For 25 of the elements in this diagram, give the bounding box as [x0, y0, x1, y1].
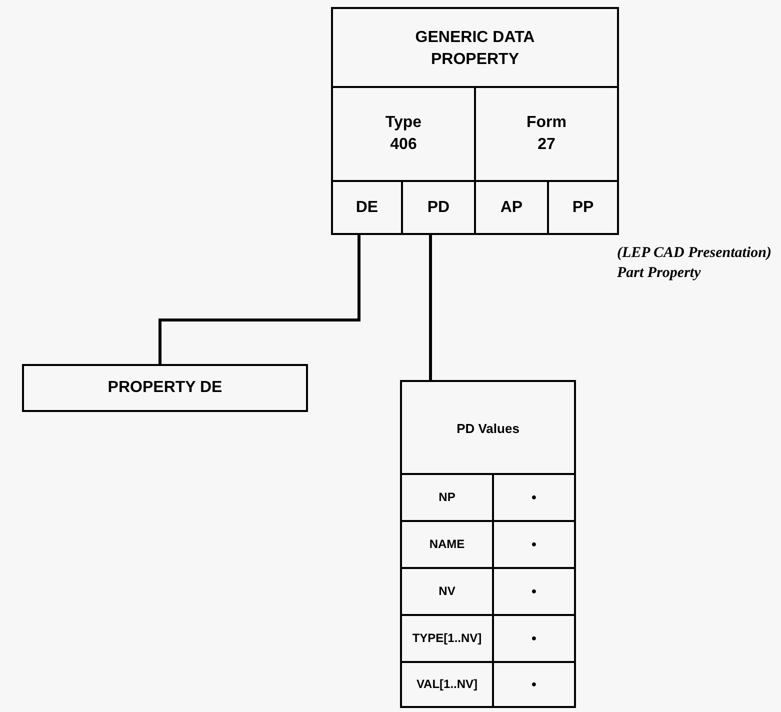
cell-text: PD	[427, 198, 450, 218]
cell-text: •	[532, 628, 536, 648]
table-box	[400, 380, 576, 708]
entity-box	[22, 364, 308, 412]
cell-text: NP	[438, 489, 456, 506]
cell-text: NAME	[429, 536, 465, 553]
cell-text: DE	[356, 198, 378, 218]
cell-text: VAL[1..NV]	[416, 676, 478, 693]
cell-text: TYPE[1..NV]	[412, 630, 482, 647]
cell-text: PP	[572, 198, 594, 218]
cell-text: NV	[438, 583, 456, 600]
cell-text: •	[532, 582, 536, 601]
entity-box	[331, 7, 619, 235]
cell-text: •	[532, 674, 536, 694]
connector-line	[429, 235, 432, 380]
connector-line	[158, 235, 360, 364]
cell-text: Type 406	[384, 113, 423, 155]
annotation-text: (LEP CAD Presentation) Part Property	[617, 244, 772, 283]
cell-text: AP	[500, 198, 523, 218]
cell-text: Form 27	[526, 113, 568, 155]
cell-text: PROPERTY DE	[108, 378, 222, 398]
cell-text: •	[532, 534, 536, 554]
cell-text: •	[532, 488, 536, 507]
heading-text: PD Values	[456, 420, 520, 438]
heading-text: GENERIC DATA PROPERTY	[414, 28, 536, 70]
